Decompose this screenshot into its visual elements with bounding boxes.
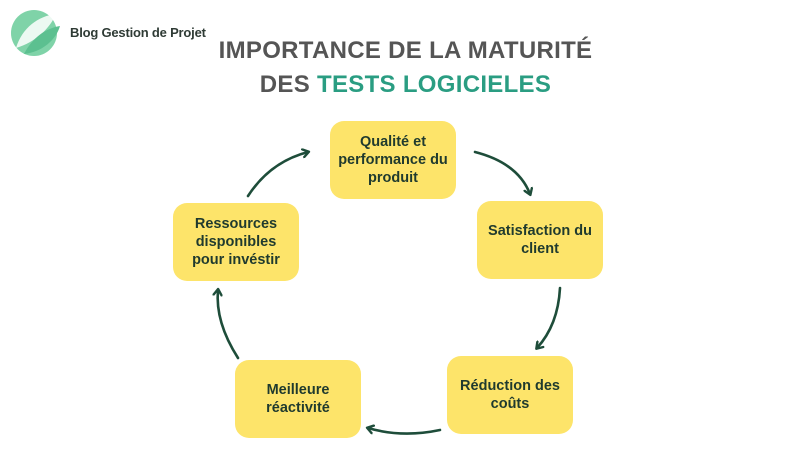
title-line-1: IMPORTANCE DE LA MATURITÉ — [218, 37, 593, 64]
page-title: IMPORTANCE DE LA MATURITÉ DES TESTS LOGI… — [0, 34, 811, 102]
title-line-2: DES TESTS LOGICIELES — [0, 68, 811, 102]
node-reactivity: Meilleure réactivité — [235, 360, 361, 438]
brand-name: Blog Gestion de Projet — [70, 24, 206, 40]
node-resources: Ressources disponibles pour invéstir — [173, 203, 299, 281]
arrow-satisfaction-to-reduction — [537, 286, 562, 348]
node-satisfaction: Satisfaction du client — [477, 201, 603, 279]
node-cost-reduction: Réduction des coûts — [447, 356, 573, 434]
node-quality: Qualité et performance du produit — [330, 121, 456, 199]
leaf-logo-icon — [11, 10, 60, 56]
arrow-resources-to-quality — [246, 152, 308, 198]
title-prefix: DES — [259, 71, 318, 98]
arrow-reactivity-to-resources — [218, 290, 240, 360]
arrow-quality-to-satisfaction — [473, 150, 530, 194]
arrow-reduction-to-reactivity — [368, 428, 442, 435]
brand-logo: Blog Gestion de Projet — [10, 8, 206, 56]
title-accent: TESTS LOGICIELES — [317, 71, 552, 98]
